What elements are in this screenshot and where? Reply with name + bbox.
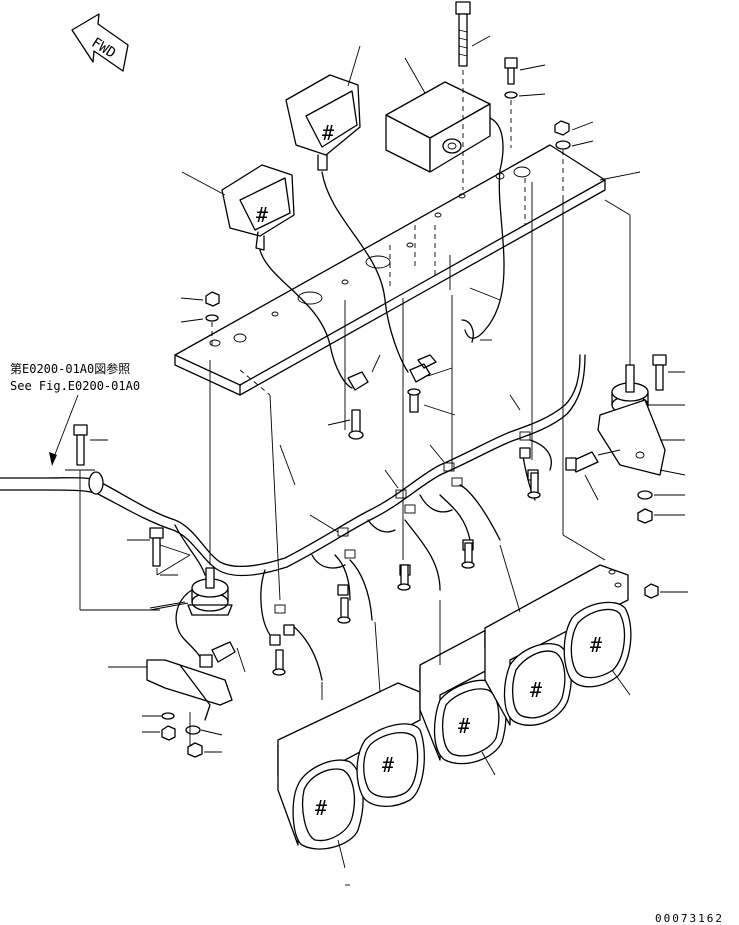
part-number: 00073162 — [655, 912, 724, 925]
reference-japanese: 第E0200-01A0図参照 — [10, 361, 130, 376]
lamp-lens-glyph: # — [322, 121, 334, 145]
wiring-harness — [0, 354, 586, 577]
lamp-lens-glyph: # — [315, 796, 327, 820]
lamp-lens-glyph: # — [256, 203, 268, 227]
work-lamp-upper-center: # — [285, 74, 409, 373]
lamp-unit-lower-left: # # — [277, 682, 425, 869]
long-bolt — [455, 1, 491, 190]
bolts-lower — [272, 472, 541, 676]
left-rubber-mount — [73, 424, 233, 616]
control-box — [385, 81, 505, 343]
lamp-lead-connectors — [269, 447, 539, 646]
lamp-lens-glyph: # — [590, 633, 602, 657]
right-lower-nut — [644, 583, 688, 599]
lamp-unit-lower-right: # # — [484, 564, 632, 726]
bolt-washer-nut-upper-right — [504, 57, 594, 195]
work-lamp-upper-left: # — [221, 164, 353, 389]
lamp-lens-glyph: # — [382, 753, 394, 777]
lamp-lens-glyph: # — [458, 714, 470, 738]
forward-direction-arrow: FWD — [71, 13, 129, 72]
right-rubber-mount — [565, 354, 686, 524]
nut-washer-left — [180, 291, 220, 345]
lamp-lens-glyph: # — [530, 678, 542, 702]
left-lamp-bracket — [108, 641, 246, 758]
harness-clamps — [274, 431, 531, 614]
reference-english: See Fig.E0200-01A0 — [10, 379, 140, 393]
wire-clips-center — [327, 354, 456, 440]
